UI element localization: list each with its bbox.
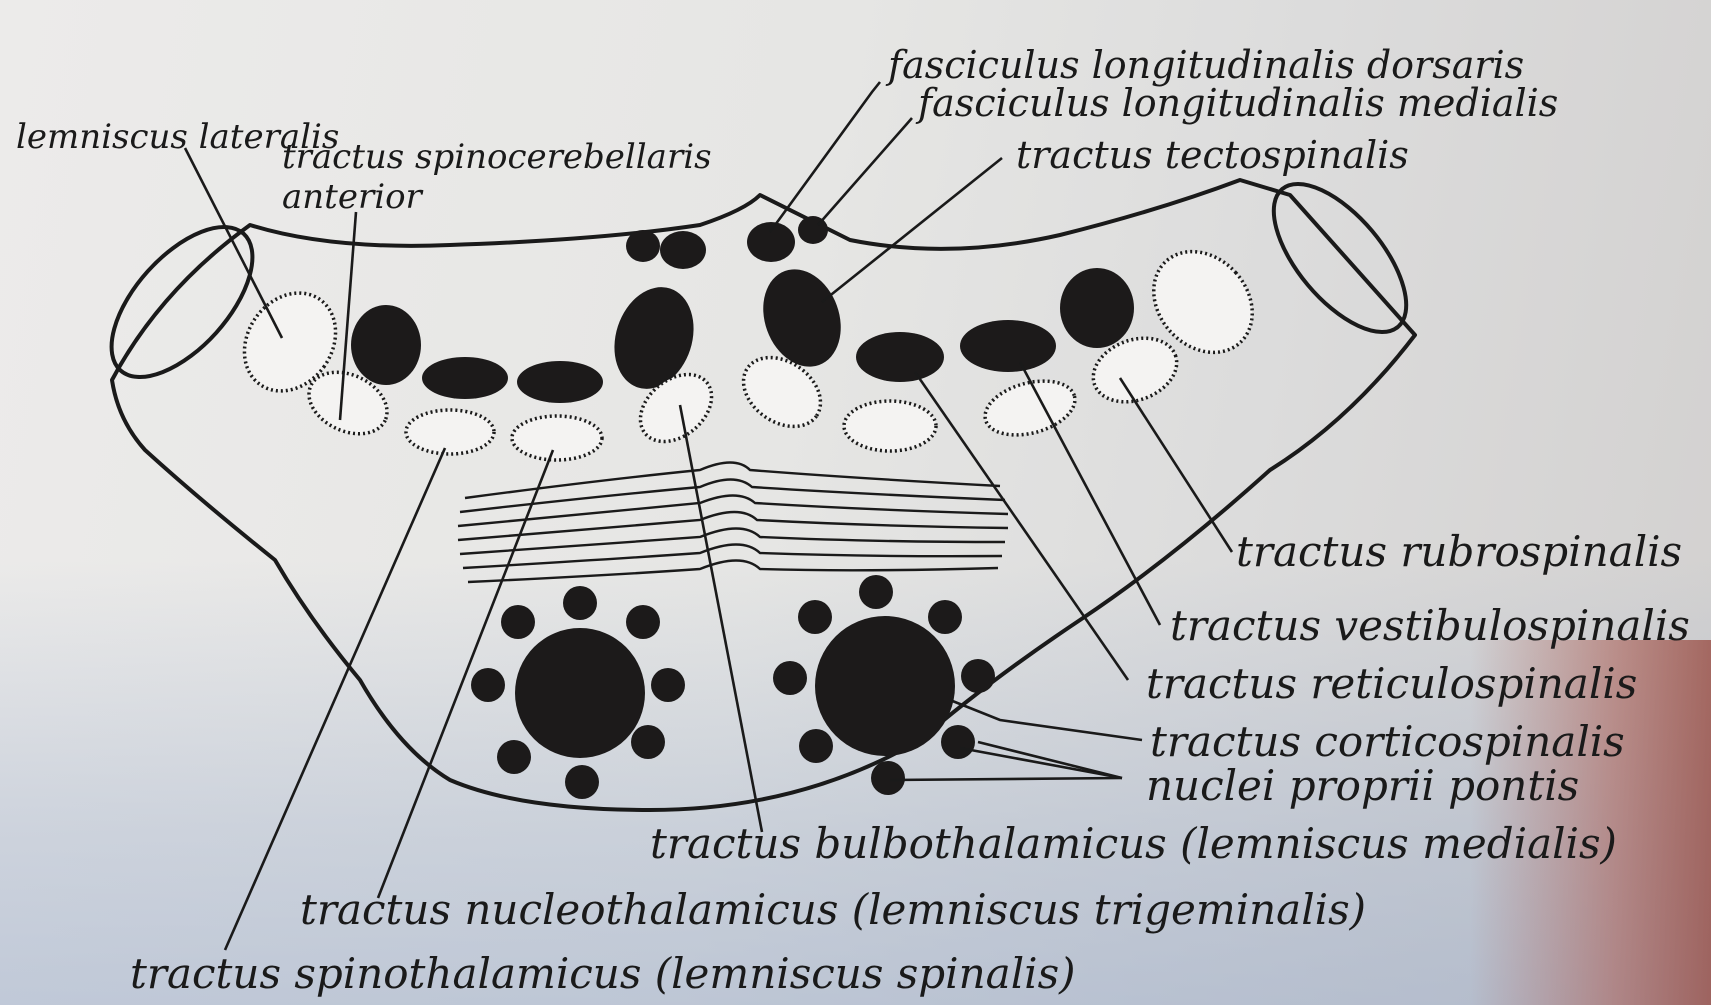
tract-corticospinalis-right — [815, 616, 955, 756]
nucleus — [631, 725, 665, 759]
leader-spinothalamicus — [225, 448, 445, 950]
corticospinal-left — [471, 586, 685, 799]
label-spinocerebellaris-line1: tractus spinocerebellaris — [282, 137, 712, 177]
label-nucleothalamicus: tractus nucleothalamicus (lemniscus trig… — [300, 885, 1366, 934]
nucleus — [565, 765, 599, 799]
label-nuclei-proprii: nuclei proprii pontis — [1146, 761, 1579, 810]
leader-corticospinalis — [950, 700, 1142, 740]
nucleus — [961, 659, 995, 693]
leader-fasc-dorsaris — [770, 82, 880, 232]
nucleus — [563, 586, 597, 620]
nucleus — [798, 600, 832, 634]
nucleus — [497, 740, 531, 774]
tract-dark-left-3 — [517, 361, 603, 403]
leader-nuclei-proprii-2 — [960, 748, 1122, 778]
tract-rubrospinalis — [1060, 268, 1134, 348]
nucleus — [501, 605, 535, 639]
nucleus — [928, 600, 962, 634]
leader-tectospinalis — [822, 158, 1002, 302]
label-rubrospinalis: tractus rubrospinalis — [1236, 527, 1682, 576]
label-bulbothalamicus: tractus bulbothalamicus (lemniscus media… — [650, 819, 1617, 868]
tract-dark-left-2 — [422, 357, 508, 399]
tract-fasc-dorsaris — [747, 222, 795, 262]
nucleus — [773, 661, 807, 695]
tract-spinothalamicus — [406, 410, 494, 454]
nucleus — [626, 605, 660, 639]
label-corticospinalis: tractus corticospinalis — [1150, 717, 1625, 766]
tract-nucleothalamicus — [512, 416, 602, 460]
nucleus — [471, 668, 505, 702]
label-spinocerebellaris-line2: anterior — [282, 177, 424, 217]
label-fasc-long-medialis: fasciculus longitudinalis medialis — [915, 81, 1558, 125]
leader-vestibulospinalis — [1020, 362, 1160, 625]
tract-dark-left-1 — [351, 305, 421, 385]
corticospinal-right — [773, 575, 995, 795]
nucleus — [941, 725, 975, 759]
label-vestibulospinalis: tractus vestibulospinalis — [1170, 601, 1690, 650]
tract-dark-2 — [660, 231, 706, 269]
tract-corticospinalis-left — [515, 628, 645, 758]
tract-reticulospinalis — [856, 332, 944, 382]
tract-dark-1 — [626, 230, 660, 262]
tract-vestibulospinalis — [960, 320, 1056, 372]
nucleus — [651, 668, 685, 702]
leader-nuclei-proprii-3 — [890, 778, 1122, 780]
pons-outline — [86, 162, 1430, 810]
nucleus — [859, 575, 893, 609]
nucleus — [799, 729, 833, 763]
tract-light-right-1 — [844, 401, 936, 451]
label-spinothalamicus: tractus spinothalamicus (lemniscus spina… — [130, 949, 1076, 998]
label-reticulospinalis: tractus reticulospinalis — [1146, 659, 1637, 708]
leader-rubrospinalis — [1120, 378, 1232, 552]
leader-fasc-medialis — [818, 118, 912, 225]
nucleus — [871, 761, 905, 795]
leader-nuclei-proprii-1 — [978, 742, 1122, 778]
label-tectospinalis: tractus tectospinalis — [1016, 133, 1409, 177]
